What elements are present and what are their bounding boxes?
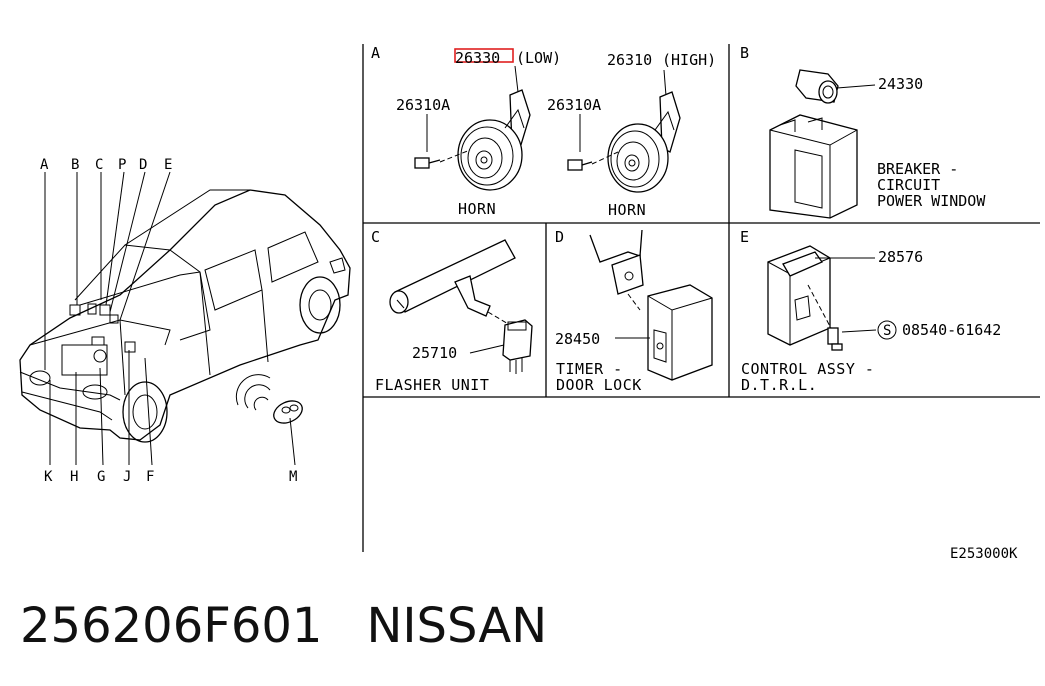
- control-part-number: 28576: [878, 248, 923, 266]
- callout-g: G: [97, 469, 105, 485]
- section-e-control: E 28576 S 08540-61642 CONTROL ASSY - D.T…: [740, 228, 1001, 394]
- callout-a: A: [40, 157, 49, 173]
- screw-part-number: 08540-61642: [902, 321, 1001, 339]
- exploded-parts-diagram: A B C P D E K H G J F M A 26330 (LOW) 26…: [19, 44, 1040, 562]
- callout-f: F: [146, 469, 154, 485]
- breaker-caption-2: CIRCUIT: [877, 176, 940, 194]
- car-callouts-bottom: K H G J F: [44, 469, 154, 485]
- low-horn-caption: HORN: [458, 200, 496, 218]
- part-caption: 256206F601 NISSAN: [20, 598, 591, 654]
- bolt-left-part-number: 26310A: [396, 96, 450, 114]
- high-horn-part-number: 26310: [607, 51, 652, 69]
- car-callouts-top: A B C P D E: [40, 157, 172, 173]
- callout-b: B: [71, 157, 79, 173]
- highlighted-part-box: [454, 48, 514, 63]
- callout-k: K: [44, 469, 53, 485]
- section-c-flasher: C 25710 FLASHER UNIT: [371, 228, 533, 394]
- screw-symbol: S: [883, 323, 891, 339]
- section-a-letter: A: [371, 44, 380, 62]
- low-horn-drawing: HORN: [414, 89, 531, 218]
- timer-caption-2: DOOR LOCK: [556, 376, 642, 394]
- timer-caption-1: TIMER -: [556, 360, 623, 378]
- remote-keyfob: M: [235, 374, 303, 485]
- control-caption-2: D.T.R.L.: [741, 376, 817, 394]
- section-grid: [362, 44, 1040, 552]
- callout-j: J: [123, 469, 131, 485]
- callout-p: P: [118, 157, 126, 173]
- high-horn-drawing: HORN: [567, 91, 681, 219]
- breaker-caption-3: POWER WINDOW: [877, 192, 986, 210]
- brand-name: NISSAN: [366, 598, 548, 654]
- car-callout-lines: [44, 171, 296, 466]
- low-horn-suffix: (LOW): [516, 49, 561, 67]
- callout-m: M: [289, 469, 297, 485]
- flasher-part-number: 25710: [412, 344, 457, 362]
- section-e-letter: E: [740, 228, 749, 246]
- section-d-timer: D 28450 TIMER - DOOR LOCK: [555, 228, 713, 394]
- timer-part-number: 28450: [555, 330, 600, 348]
- section-d-letter: D: [555, 228, 564, 246]
- breaker-caption-1: BREAKER -: [877, 160, 958, 178]
- section-b-breaker: B 24330 BREAKER - CIRCUIT POWER WINDOW: [740, 44, 986, 219]
- callout-h: H: [70, 469, 78, 485]
- part-number: 256206F601: [20, 598, 323, 654]
- callout-e: E: [164, 157, 172, 173]
- flasher-caption: FLASHER UNIT: [375, 376, 489, 394]
- control-caption-1: CONTROL ASSY -: [741, 360, 874, 378]
- high-horn-suffix: (HIGH): [662, 51, 716, 69]
- section-b-letter: B: [740, 44, 749, 62]
- high-horn-caption: HORN: [608, 201, 646, 219]
- section-c-letter: C: [371, 228, 380, 246]
- bolt-right-part-number: 26310A: [547, 96, 601, 114]
- diagram-code: E253000K: [950, 546, 1018, 562]
- car-illustration: [19, 189, 351, 443]
- callout-d: D: [139, 157, 147, 173]
- section-a-horns: A 26330 (LOW) 26310 (HIGH) 26310A 26310A: [371, 44, 716, 219]
- callout-c: C: [95, 157, 103, 173]
- breaker-part-number: 24330: [878, 75, 923, 93]
- low-horn-part-number: 26330: [455, 49, 500, 67]
